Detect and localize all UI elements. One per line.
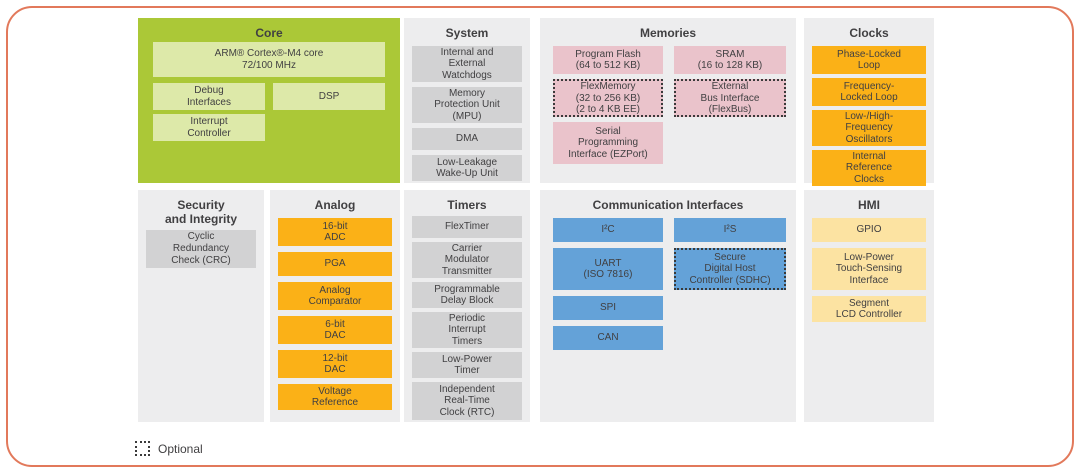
block-external-bus-interface: External Bus Interface (FlexBus) <box>674 79 786 118</box>
block-watchdogs: Internal and External Watchdogs <box>412 46 522 83</box>
security-title: Security and Integrity <box>164 198 237 227</box>
block-spi: SPI <box>553 296 663 321</box>
block-lptmr: Low-Power Timer <box>412 352 522 379</box>
block-program-flash: Program Flash (64 to 512 KB) <box>553 46 663 75</box>
block-arm-cortex-m4-core: ARM® Cortex®-M4 core 72/100 MHz <box>153 42 385 77</box>
block-voltage-reference: Voltage Reference <box>278 384 392 411</box>
optional-legend-label: Optional <box>158 441 203 456</box>
block-16bit-adc: 16-bit ADC <box>278 218 392 247</box>
section-analog: Analog 16-bit ADC PGA Analog Comparator … <box>270 190 400 422</box>
block-interrupt-controller: Interrupt Controller <box>153 114 265 141</box>
section-timers: Timers FlexTimer Carrier Modulator Trans… <box>404 190 530 422</box>
block-i2s: I²S <box>674 218 786 243</box>
block-flexmemory: FlexMemory (32 to 256 KB) (2 to 4 KB EE) <box>553 79 663 118</box>
block-flextimer: FlexTimer <box>412 216 522 239</box>
hmi-blocks: GPIO Low-Power Touch-Sensing Interface S… <box>804 218 934 323</box>
system-blocks: Internal and External Watchdogs Memory P… <box>404 46 530 182</box>
block-internal-reference-clocks: Internal Reference Clocks <box>812 150 926 187</box>
clocks-blocks: Phase-Locked Loop Frequency- Locked Loop… <box>804 46 934 187</box>
block-rtc: Independent Real-Time Clock (RTC) <box>412 382 522 421</box>
block-analog-comparator: Analog Comparator <box>278 282 392 311</box>
section-core: Core ARM® Cortex®-M4 core 72/100 MHz Deb… <box>138 18 400 183</box>
block-ezport: Serial Programming Interface (EZPort) <box>553 122 663 165</box>
system-title: System <box>445 26 489 40</box>
section-system: System Internal and External Watchdogs M… <box>404 18 530 183</box>
block-pit: Periodic Interrupt Timers <box>412 312 522 349</box>
comm-title: Communication Interfaces <box>592 198 744 212</box>
timers-title: Timers <box>447 198 487 212</box>
block-cmt: Carrier Modulator Transmitter <box>412 242 522 279</box>
memories-title: Memories <box>639 26 697 40</box>
block-uart: UART (ISO 7816) <box>553 248 663 291</box>
block-oscillators: Low-/High- Frequency Oscillators <box>812 110 926 147</box>
block-pll: Phase-Locked Loop <box>812 46 926 75</box>
optional-legend: Optional <box>135 441 203 456</box>
block-dsp: DSP <box>273 83 385 110</box>
block-llwu: Low-Leakage Wake-Up Unit <box>412 155 522 182</box>
block-pdb: Programmable Delay Block <box>412 282 522 309</box>
analog-blocks: 16-bit ADC PGA Analog Comparator 6-bit D… <box>270 218 400 411</box>
block-debug-interfaces: Debug Interfaces <box>153 83 265 110</box>
section-security-and-integrity: Security and Integrity Cyclic Redundancy… <box>138 190 264 422</box>
block-sram: SRAM (16 to 128 KB) <box>674 46 786 75</box>
block-6bit-dac: 6-bit DAC <box>278 316 392 345</box>
block-can: CAN <box>553 326 663 351</box>
section-memories: Memories Program Flash (64 to 512 KB) SR… <box>540 18 796 183</box>
block-slcd: Segment LCD Controller <box>812 296 926 323</box>
block-tsi: Low-Power Touch-Sensing Interface <box>812 248 926 291</box>
section-clocks: Clocks Phase-Locked Loop Frequency- Lock… <box>804 18 934 187</box>
block-dma: DMA <box>412 128 522 151</box>
core-title: Core <box>255 26 283 40</box>
block-mpu: Memory Protection Unit (MPU) <box>412 87 522 124</box>
section-communication-interfaces: Communication Interfaces I²C I²S UART (I… <box>540 190 796 422</box>
analog-title: Analog <box>314 198 356 212</box>
clocks-title: Clocks <box>849 26 889 40</box>
comm-blocks: I²C I²S UART (ISO 7816) Secure Digital H… <box>540 218 796 351</box>
block-crc: Cyclic Redundancy Check (CRC) <box>146 230 256 268</box>
memories-blocks: Program Flash (64 to 512 KB) SRAM (16 to… <box>540 46 796 165</box>
optional-swatch-icon <box>135 441 150 456</box>
block-gpio: GPIO <box>812 218 926 243</box>
block-12bit-dac: 12-bit DAC <box>278 350 392 379</box>
block-i2c: I²C <box>553 218 663 243</box>
block-pga: PGA <box>278 252 392 277</box>
hmi-title: HMI <box>858 198 880 212</box>
block-sdhc: Secure Digital Host Controller (SDHC) <box>674 248 786 291</box>
block-fll: Frequency- Locked Loop <box>812 78 926 107</box>
section-hmi: HMI GPIO Low-Power Touch-Sensing Interfa… <box>804 190 934 422</box>
